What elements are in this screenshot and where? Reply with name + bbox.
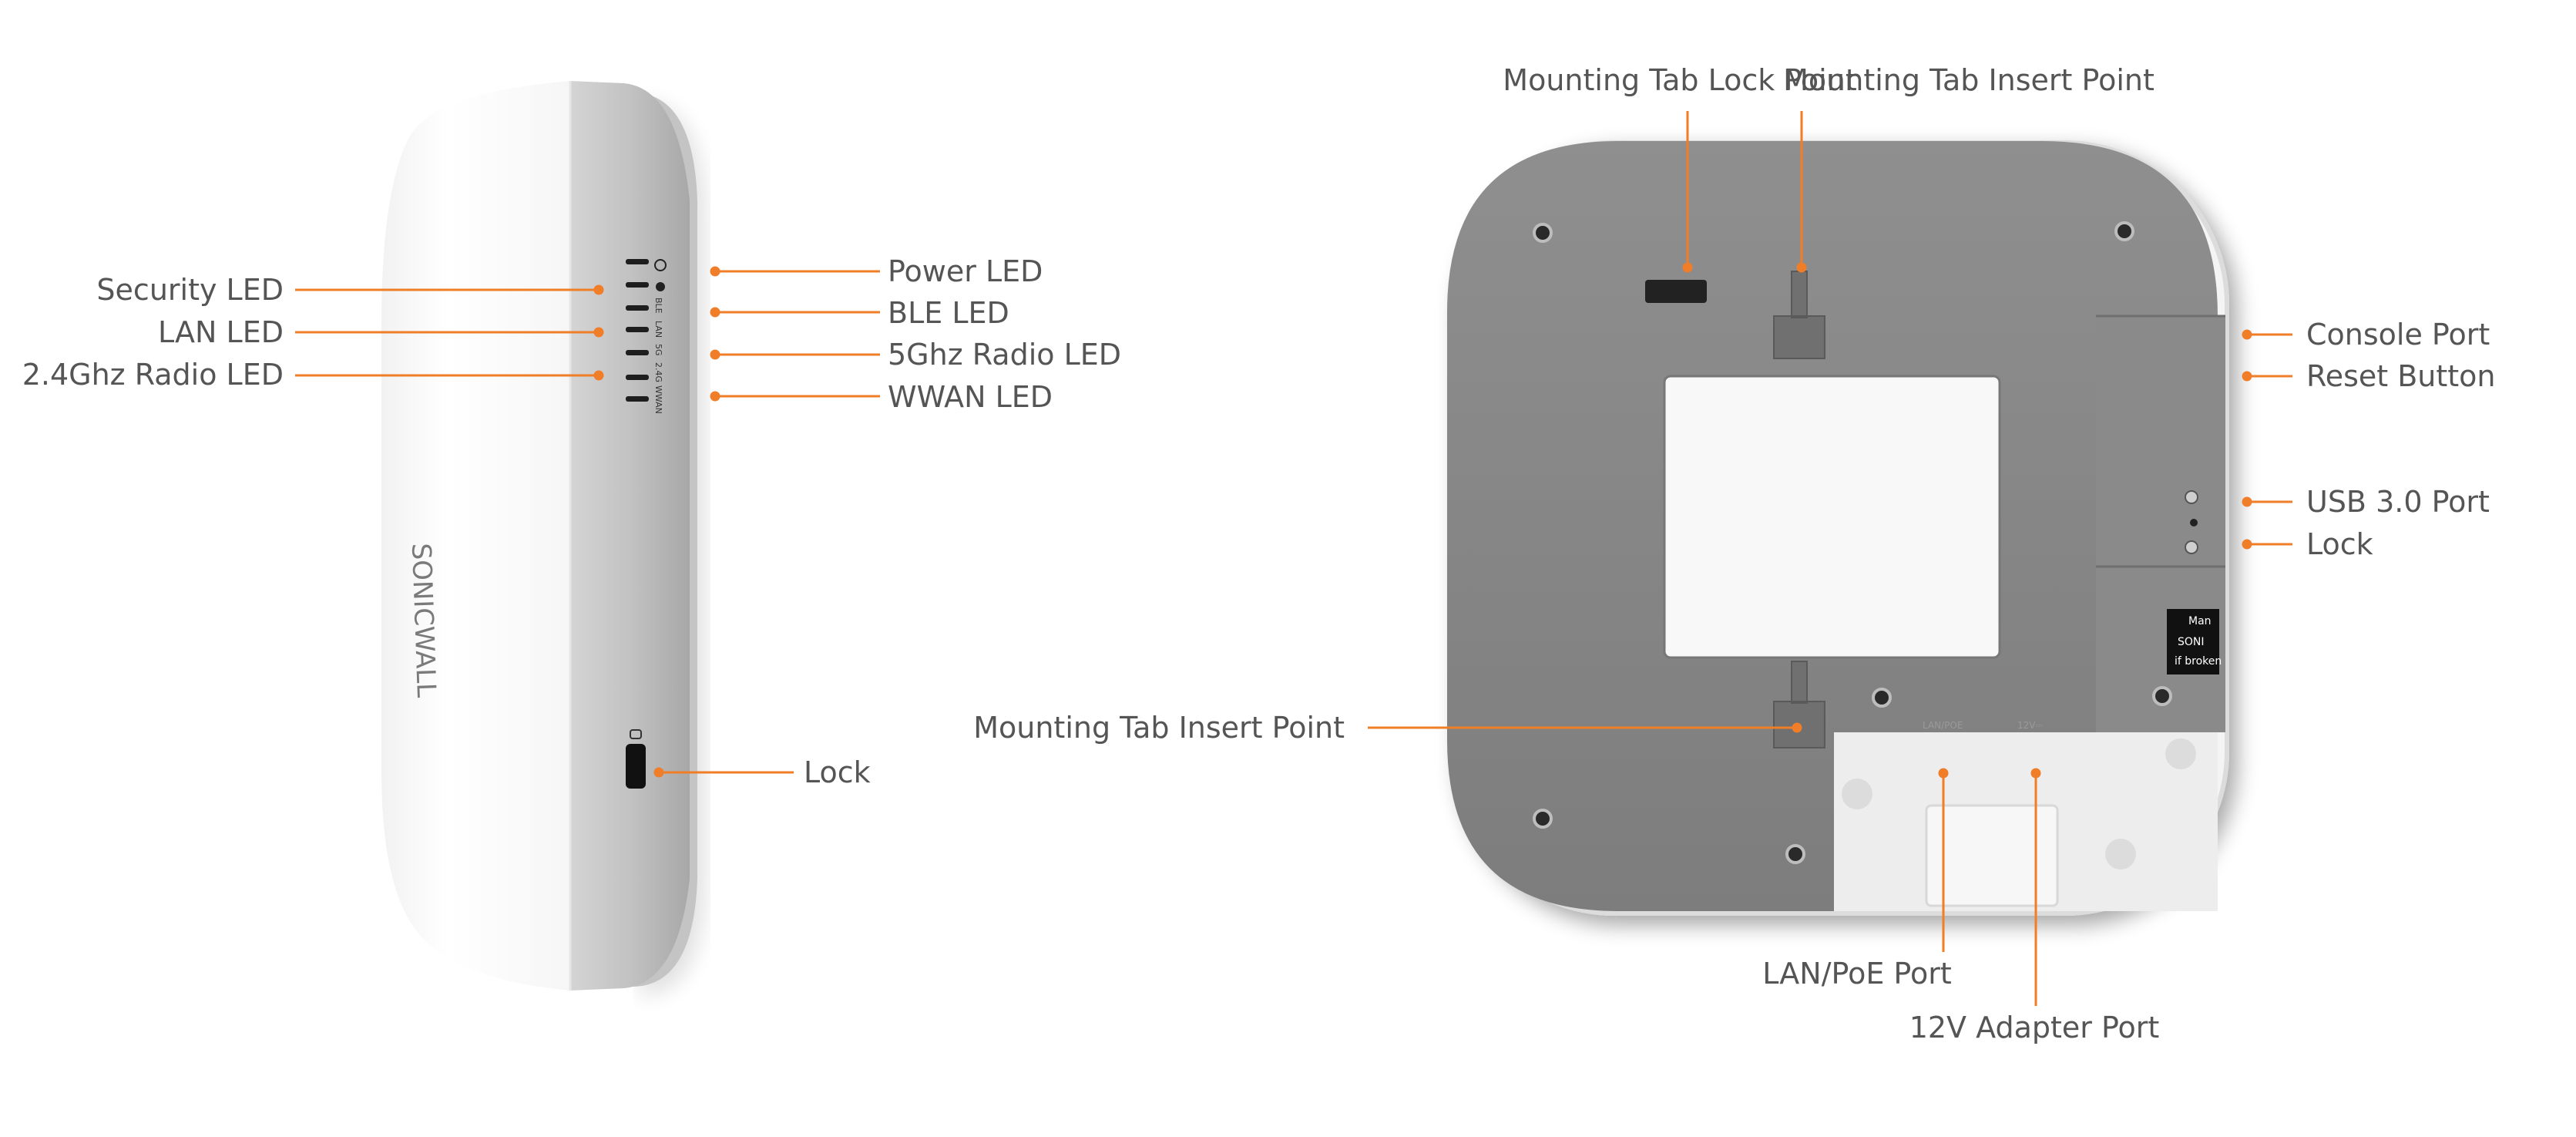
callout-dot — [593, 284, 604, 295]
label-lan-poe-port: LAN/PoE Port — [1762, 957, 1952, 991]
label-mounting-tab-insert-point-top: Mounting Tab Insert Point — [1783, 63, 2155, 97]
label-back-lock: Lock — [2306, 527, 2373, 561]
callouts — [295, 111, 2292, 1006]
label-console-port: Console Port — [2306, 318, 2490, 352]
mounting-lock-point — [1645, 280, 1707, 303]
mounting-insert-bottom — [1773, 661, 1825, 748]
callout-dot — [1682, 262, 1693, 273]
screw — [1533, 223, 1553, 243]
led-bar — [626, 375, 649, 380]
led-bar — [626, 259, 649, 264]
side-view-device: BLE LAN 5G 2.4G WWAN SONICWALL — [381, 81, 697, 991]
label-24ghz-radio-led: 2.4Ghz Radio LED — [22, 358, 284, 392]
power-port-text: 12V⎓ — [2017, 720, 2043, 731]
label-lan-led: LAN LED — [158, 315, 284, 349]
tag-line2: SONI — [2178, 636, 2205, 648]
tag-line1: Man — [2188, 615, 2212, 627]
label-5ghz-radio-led: 5Ghz Radio LED — [888, 338, 1121, 372]
label-reset-button: Reset Button — [2306, 359, 2496, 393]
screw — [1533, 809, 1553, 829]
reset-hole — [2190, 519, 2198, 526]
screw — [1785, 844, 1805, 864]
led-text-ble: BLE — [653, 298, 663, 314]
label-security-led: Security LED — [96, 273, 284, 307]
side-face — [381, 81, 570, 991]
label-usb-port: USB 3.0 Port — [2306, 485, 2490, 519]
back-view-device: LAN/POE 12V⎓ Man SONI if broken — [1447, 140, 2229, 916]
led-text-lan: LAN — [653, 321, 663, 338]
label-side-lock: Lock — [804, 755, 871, 789]
label-window — [1663, 375, 2001, 659]
lan-poe-port-text: LAN/POE — [1923, 720, 1963, 731]
lock-icon — [630, 729, 642, 739]
lock-slot — [626, 729, 646, 789]
side-rim — [570, 81, 690, 991]
led-bar — [626, 327, 649, 332]
power-icon — [654, 259, 667, 271]
led-bar — [626, 396, 649, 402]
led-text-5g: 5G — [653, 344, 663, 356]
label-mounting-tab-lock-point: Mounting Tab Lock Point — [1503, 63, 1856, 97]
usb-port — [2185, 490, 2198, 504]
sonicwall-logo: SONICWALL — [405, 543, 442, 698]
label-mounting-tab-insert-point-bottom: Mounting Tab Insert Point — [973, 711, 1345, 745]
led-bar — [626, 282, 649, 288]
callout-dot — [593, 327, 604, 338]
callout-dot — [1792, 722, 1802, 733]
warranty-tag: Man SONI if broken — [2167, 609, 2222, 674]
led-bar — [626, 350, 649, 355]
lock-hole — [2185, 540, 2198, 554]
led-panel: BLE LAN 5G 2.4G WWAN — [626, 259, 667, 414]
callout-dot — [593, 370, 604, 381]
tag-line3: if broken — [2175, 655, 2222, 668]
labels: Security LED LAN LED 2.4Ghz Radio LED Po… — [22, 63, 2496, 1044]
screw — [2114, 221, 2134, 241]
security-icon — [656, 282, 665, 291]
label-ble-led: BLE LED — [888, 296, 1009, 330]
led-text-24g: 2.4G — [653, 362, 663, 382]
screw — [1872, 688, 1892, 708]
led-text-wwan: WWAN — [653, 385, 663, 414]
callout-dot — [1796, 262, 1807, 273]
label-wwan-led: WWAN LED — [888, 380, 1053, 414]
screw — [2152, 686, 2172, 706]
label-power-led: Power LED — [888, 254, 1043, 288]
led-bar — [626, 305, 649, 311]
label-12v-adapter-port: 12V Adapter Port — [1909, 1011, 2160, 1044]
